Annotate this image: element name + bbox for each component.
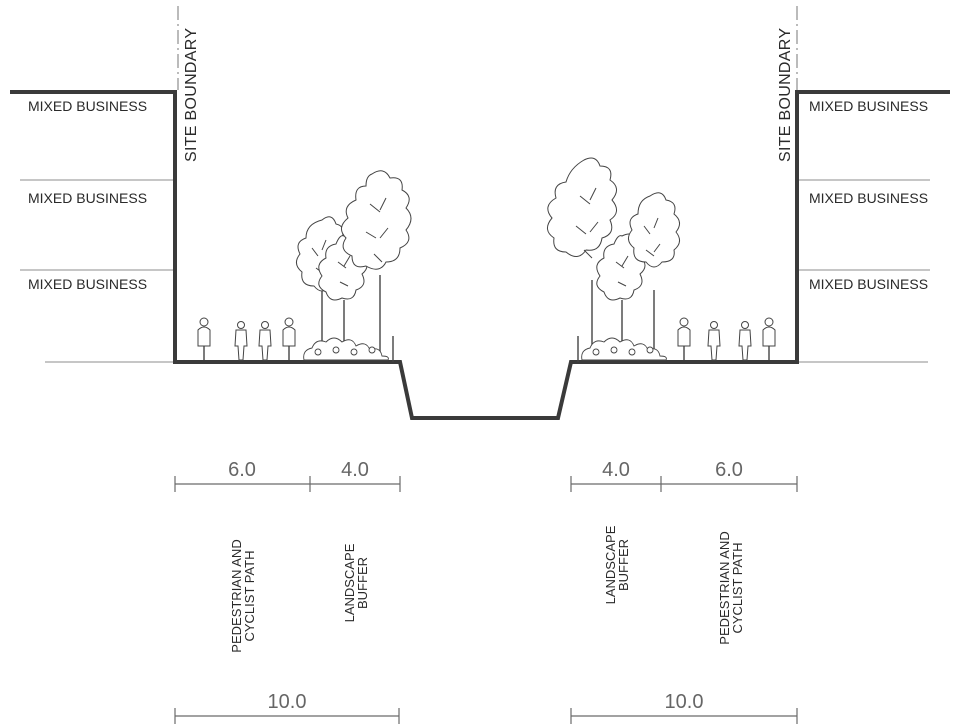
dimension-row-total-right xyxy=(570,708,798,724)
dimension-total-left: 10.0 xyxy=(268,691,307,713)
zone-label-buffer-left: LANDSCAPE BUFFER xyxy=(342,543,370,622)
floor-label-left-1: MIXED BUSINESS xyxy=(28,98,147,114)
dimension-buffer-right: 4.0 xyxy=(602,459,630,481)
site-boundary-label-left: SITE BOUNDARY xyxy=(183,28,200,162)
tree-right-3 xyxy=(628,192,680,352)
svg-text:CYCLIST PATH: CYCLIST PATH xyxy=(730,542,745,633)
pedestrian-figure-left-1 xyxy=(234,321,248,361)
svg-text:LANDSCAPE: LANDSCAPE xyxy=(342,543,357,622)
svg-text:PEDESTRIAN AND: PEDESTRIAN AND xyxy=(229,539,244,652)
svg-text:LANDSCAPE: LANDSCAPE xyxy=(603,525,618,604)
dimension-total-right: 10.0 xyxy=(665,691,704,713)
svg-text:PEDESTRIAN AND: PEDESTRIAN AND xyxy=(717,531,732,644)
cyclist-figure-left-1 xyxy=(197,317,211,360)
svg-text:BUFFER: BUFFER xyxy=(355,557,370,609)
dimension-row-total-left xyxy=(174,708,400,724)
dimension-row-upper-left xyxy=(174,476,401,492)
pedestrian-figure-right-1 xyxy=(707,321,721,361)
dimension-row-upper-right xyxy=(570,476,798,492)
tree-right-1 xyxy=(547,157,617,352)
cyclist-figure-left-2 xyxy=(282,317,296,360)
floor-label-left-3: MIXED BUSINESS xyxy=(28,276,147,292)
zone-label-path-right: PEDESTRIAN AND CYCLIST PATH xyxy=(717,531,745,644)
dimension-path-right: 6.0 xyxy=(715,459,743,481)
tree-left-3 xyxy=(341,170,412,352)
cyclist-figure-right-1 xyxy=(677,317,691,360)
zone-label-path-left: PEDESTRIAN AND CYCLIST PATH xyxy=(229,539,257,652)
svg-text:BUFFER: BUFFER xyxy=(616,539,631,591)
floor-label-right-3: MIXED BUSINESS xyxy=(809,276,928,292)
shrubs-left xyxy=(303,336,394,362)
dimension-path-left: 6.0 xyxy=(228,459,256,481)
section-profile xyxy=(10,90,950,420)
zone-label-buffer-right: LANDSCAPE BUFFER xyxy=(603,525,631,604)
svg-text:CYCLIST PATH: CYCLIST PATH xyxy=(242,550,257,641)
cyclist-figure-right-2 xyxy=(762,317,776,360)
pedestrian-figure-right-2 xyxy=(738,321,752,361)
pedestrian-figure-left-2 xyxy=(258,321,272,361)
floor-label-right-2: MIXED BUSINESS xyxy=(809,190,928,206)
dimension-buffer-left: 4.0 xyxy=(341,459,369,481)
floor-label-left-2: MIXED BUSINESS xyxy=(28,190,147,206)
floor-label-right-1: MIXED BUSINESS xyxy=(809,98,928,114)
shrubs-right xyxy=(577,336,667,362)
site-boundary-label-right: SITE BOUNDARY xyxy=(777,28,794,162)
